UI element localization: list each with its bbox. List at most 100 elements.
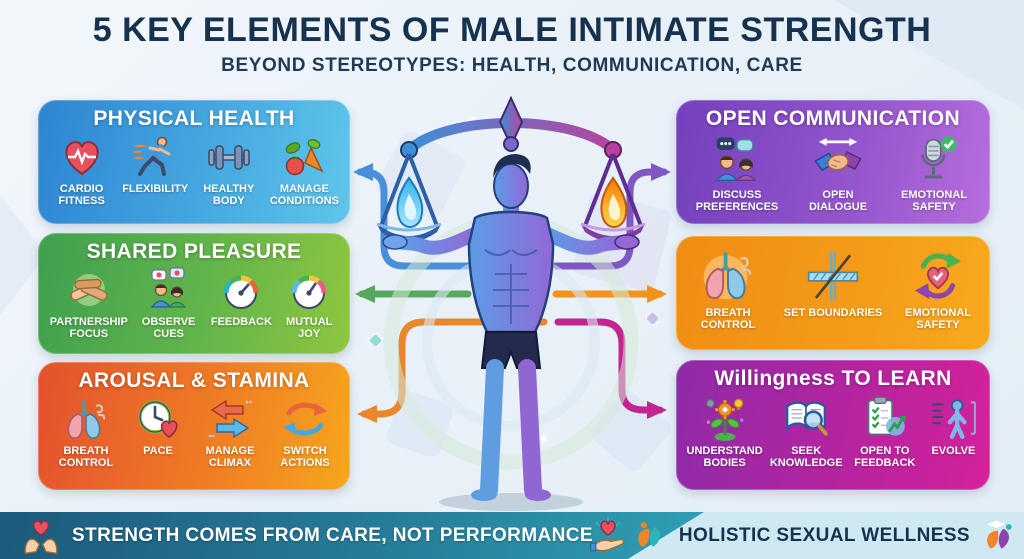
panel-item: CARDIO FITNESS	[46, 134, 118, 208]
header: 5 KEY ELEMENTS OF MALE INTIMATE STRENGTH…	[0, 11, 1024, 77]
person-evolve-icon	[932, 399, 977, 439]
item-label: BREATH CONTROL	[700, 307, 756, 332]
panel-title: Willingness TO LEARN	[714, 367, 952, 390]
hands-holding-heart-icon	[24, 519, 58, 554]
panel-item: UNDERSTAND BODIES	[684, 394, 766, 470]
left-leg	[480, 359, 504, 499]
lotus-logo-icon	[638, 521, 661, 547]
cycle-heart-icon	[914, 252, 962, 300]
panel-arousal-stamina: AROUSAL & STAMINA BREATH CONTROL P	[38, 362, 350, 490]
panel-item: PACE	[128, 396, 188, 457]
panel-item: EMOTIONAL SAFETY	[895, 248, 981, 332]
hand-with-heart-icon	[590, 516, 625, 552]
panel-item: HEALTHY BODY	[193, 134, 265, 208]
runner-icon	[133, 136, 171, 176]
panel-willingness-to-learn: Willingness TO LEARN UNDERSTAN	[676, 360, 990, 490]
left-foot	[471, 489, 497, 501]
panel-item: MANAGE CLIMAX	[194, 396, 266, 470]
page-subtitle: BEYOND STEREOTYPES: HEALTH, COMMUNICATIO…	[221, 55, 803, 77]
panel-title: PHYSICAL HEALTH	[93, 107, 295, 130]
head	[493, 163, 529, 209]
item-label: SEEK KNOWLEDGE	[769, 445, 843, 470]
footer: STRENGTH COMES FROM CARE, NOT PERFORMANC…	[0, 512, 1024, 559]
panel-item: OPEN DIALOGUE	[792, 134, 884, 214]
right-hand	[614, 234, 640, 250]
right-leg	[518, 359, 542, 499]
panel-item: SEEK KNOWLEDGE	[767, 394, 845, 470]
item-label: OPEN TO FEEDBACK	[854, 445, 916, 470]
panel-item: PARTNERSHIP FOCUS	[49, 267, 129, 341]
lotus-grad-logo-icon	[984, 518, 1012, 549]
man-with-balance-scales-illustration	[376, 95, 646, 511]
panel-physical-health: PHYSICAL HEALTH CARDIO FITNESS FLEXIBILI…	[38, 100, 350, 224]
shorts	[480, 331, 542, 369]
item-label: PARTNERSHIP FOCUS	[49, 316, 128, 341]
item-label: EMOTIONAL SAFETY	[901, 189, 967, 214]
panel-title: OPEN COMMUNICATION	[705, 107, 961, 130]
lungs-icon	[67, 400, 106, 439]
microphone-check-icon	[921, 136, 957, 179]
item-label: MUTUAL JOY	[285, 316, 333, 341]
panel-title: SHARED PLEASURE	[86, 240, 302, 263]
panel-shared-pleasure: SHARED PLEASURE PARTNERSHIP FOCUS	[38, 233, 350, 354]
right-pan-rim	[580, 222, 646, 232]
man-figure	[382, 154, 640, 501]
item-label: MANAGE CONDITIONS	[269, 183, 339, 208]
panel-item: OBSERVE CUES	[134, 267, 204, 341]
panel-item: EVOLVE	[924, 394, 982, 457]
panel-item: SET BOUNDARIES	[774, 248, 892, 319]
item-label: HEALTHY BODY	[203, 183, 255, 208]
arrow-to-open-communication	[552, 163, 671, 270]
panel-item: FEEDBACK	[208, 267, 274, 328]
gauge-icon	[291, 275, 327, 309]
hands-stack-icon	[70, 274, 108, 306]
item-label: SET BOUNDARIES	[783, 307, 883, 319]
panel-item: EMOTIONAL SAFETY	[891, 134, 977, 214]
panel-item: FLEXIBILITY	[119, 134, 191, 195]
item-label: FEEDBACK	[210, 316, 272, 328]
item-label: SWITCH ACTIONS	[280, 445, 330, 470]
panel-title: AROUSAL & STAMINA	[78, 369, 310, 392]
right-foot	[525, 489, 551, 501]
dumbbell-icon	[208, 145, 250, 170]
arrow-to-arousal-stamina	[357, 318, 548, 423]
item-label: PACE	[143, 445, 173, 457]
item-label: UNDERSTAND BODIES	[686, 445, 763, 470]
item-label: DISCUSS PREFERENCES	[695, 189, 779, 214]
footer-right-text: HOLISTIC SEXUAL WELLNESS	[678, 524, 970, 546]
panel-item: MANAGE CONDITIONS	[266, 134, 342, 208]
panel-open-communication: OPEN COMMUNICATION DISCUSS PREFERENCES	[676, 100, 990, 224]
checklist-growth-icon	[867, 396, 906, 436]
heart-pulse-icon	[64, 141, 99, 176]
panel-item: SWITCH ACTIONS	[272, 396, 338, 470]
footer-left-text: STRENGTH COMES FROM CARE, NOT PERFORMANC…	[72, 524, 593, 546]
blue-flame-core	[404, 194, 417, 221]
item-label: EMOTIONAL SAFETY	[905, 307, 971, 332]
panel-item: DISCUSS PREFERENCES	[689, 134, 785, 214]
swap-arrows-icon	[283, 402, 327, 436]
left-pan-rim	[376, 222, 442, 232]
item-label: EVOLVE	[931, 445, 976, 457]
book-magnifier-icon	[786, 401, 828, 436]
boundary-lines-icon	[807, 251, 859, 301]
beam-center-orb	[503, 136, 519, 152]
footer-left-band	[0, 512, 704, 559]
item-label: MANAGE CLIMAX	[205, 445, 255, 470]
left-hand	[382, 234, 408, 250]
panel-item: BREATH CONTROL	[50, 396, 122, 470]
item-label: OBSERVE CUES	[141, 316, 196, 341]
arrows-left-right-icon	[208, 399, 252, 439]
page-title: 5 KEY ELEMENTS OF MALE INTIMATE STRENGTH	[92, 11, 932, 49]
ground-shadow	[439, 493, 583, 511]
item-label: CARDIO FITNESS	[58, 183, 105, 208]
right-pan-strings	[583, 153, 643, 227]
panel-item: OPEN TO FEEDBACK	[847, 394, 923, 470]
chat-people-icon	[715, 137, 757, 182]
item-label: BREATH CONTROL	[58, 445, 114, 470]
item-label: FLEXIBILITY	[122, 183, 189, 195]
panel-item: BREATH CONTROL	[685, 248, 771, 332]
lungs-icon	[703, 252, 752, 300]
gauge-icon	[223, 275, 259, 309]
ab-lines	[493, 264, 529, 324]
